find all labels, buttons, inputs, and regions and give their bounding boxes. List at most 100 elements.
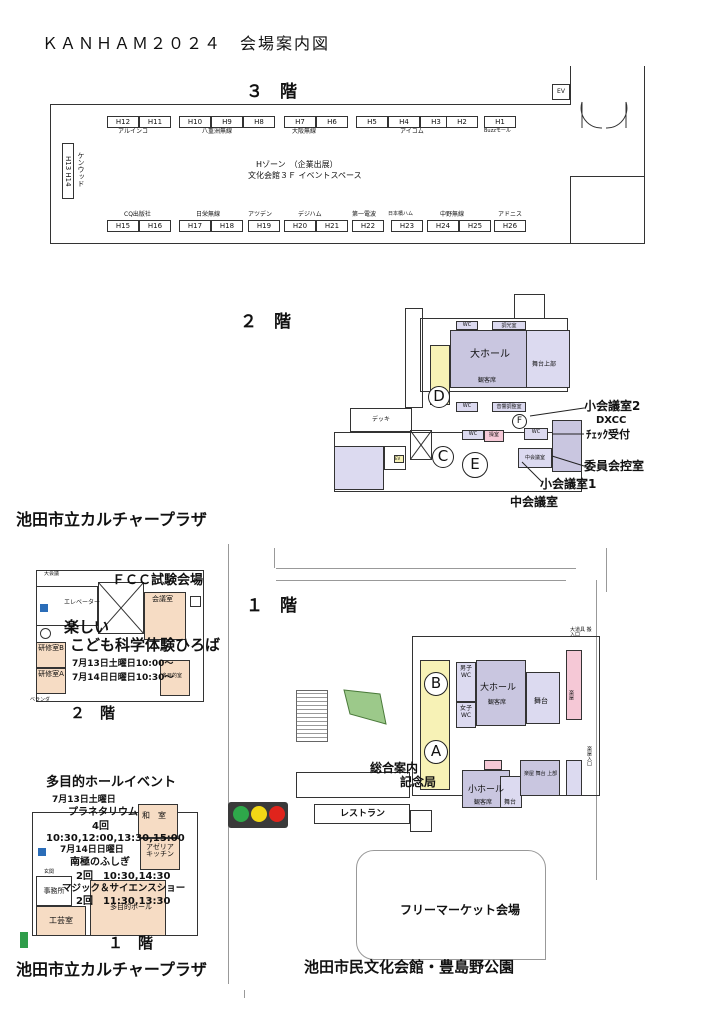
small-seats-label: 観客席 (474, 799, 493, 806)
office-room: 事務所 (36, 876, 72, 906)
culture-plaza-2f-map: 会議室 研修室B 研修室A 多目的室 大会議 エレベーター ベランダ ＦＣＣ試験… (0, 0, 230, 730)
company-label: アイコム (400, 128, 424, 135)
dressing-label: 楽屋 (568, 690, 574, 700)
wc-lower-2: WC (462, 430, 484, 440)
booth-h19: H19 (248, 220, 280, 232)
planetarium-count: 4回 (92, 821, 109, 832)
magic-show-label: マジック＆サイエンスショー (62, 883, 186, 894)
ev-2f: EV (394, 455, 404, 463)
fcc-exam-label: ＦＣＣ試験会場 (112, 573, 204, 588)
planetarium-label: プラネタリウム (68, 807, 138, 818)
stage-upper-1f (520, 760, 560, 796)
committee-room-label: 委員会控室 (584, 459, 645, 473)
company-label: CQ出版社 (124, 211, 151, 218)
company-label: 大阪無線 (292, 128, 317, 135)
meeting-room-label: 会議室 (152, 595, 173, 603)
restroom-men: 男子WC (456, 662, 476, 702)
booth-h21: H21 (316, 220, 348, 232)
company-label: アドニス (498, 211, 523, 218)
seats-label: 観客席 (478, 377, 497, 384)
floor2-label: ２ 階 (240, 312, 291, 332)
washitsu-room (138, 804, 178, 838)
seats-1f-label: 観客席 (488, 699, 507, 706)
traffic-light-icon (228, 802, 288, 828)
plaza-2f-label: ２ 階 (70, 704, 116, 722)
company-label: ケンウッド (77, 152, 85, 187)
location-c-marker: C (432, 446, 454, 468)
location-b-marker: B (424, 672, 448, 696)
door-icon (580, 101, 628, 129)
antarctic-times: 2回 10:30,14:30 (76, 871, 171, 882)
booth-h20: H20 (284, 220, 316, 232)
stairs (296, 690, 328, 742)
multi-hall-label: 多目的ホール (110, 903, 152, 911)
stair-zone (334, 446, 384, 490)
deck-label: デッキ (372, 416, 391, 423)
zone-subtitle: 文化会館３Ｆ イベントスペース (248, 171, 362, 180)
booth-h4: H4 (388, 116, 420, 128)
booth-h2: H2 (446, 116, 478, 128)
dressing-entrance-label: 楽屋入口 (586, 746, 592, 766)
kids-date-1: 7月13日土曜日10:00〜 (72, 659, 174, 669)
entrance-label: 玄関 (44, 869, 55, 875)
large-hall-1f (476, 660, 526, 726)
event-day1: 7月13日土曜日 (52, 795, 116, 805)
small-meeting-2-label: 小会議室2 (584, 399, 641, 413)
company-label: アルインコ (118, 128, 148, 135)
dressing-column (566, 650, 582, 720)
small-meeting-1-label: 小会議室1 (540, 477, 597, 491)
training-room-b: 研修室B (36, 642, 66, 668)
booth-h16: H16 (139, 220, 171, 232)
medium-meeting-label: 中会議室 (510, 495, 559, 509)
culture-plaza-title-upper: 池田市立カルチャープラザ (16, 510, 207, 529)
props-entrance-label: 大道具 搬入口 (570, 627, 592, 638)
floor3-elevator: EV (552, 84, 570, 100)
hall-label: 大ホール (470, 349, 510, 360)
company-label: 第一電波 (352, 211, 377, 218)
zone-title: Hゾーン （企業出展） (256, 160, 338, 169)
kids-science-label: こども科学体験ひろば (70, 636, 221, 654)
multi-hall-event-title: 多目的ホールイベント (46, 775, 177, 790)
flea-market-area (356, 850, 546, 960)
flea-market-label: フリーマーケット会場 (400, 903, 521, 917)
fun-label: 楽しい (64, 618, 110, 636)
location-f-marker: F (512, 414, 527, 429)
company-label: Buzzモール (484, 128, 511, 134)
azalea-kitchen (140, 838, 180, 870)
stage-side-label: 楽屋 舞台 上部 (524, 771, 558, 777)
meeting-room-2f (144, 592, 186, 640)
stage-label: 舞台上部 (532, 361, 557, 368)
wc-lower-3: WC (524, 428, 548, 440)
booth-h7: H7 (284, 116, 316, 128)
restaurant-label: レストラン (340, 809, 386, 819)
company-label: 日本橋ハム (388, 211, 414, 217)
small-stage-label: 舞台 (504, 799, 517, 806)
booth-h10: H10 (179, 116, 211, 128)
hall-1f-label: 大ホール (480, 683, 517, 693)
multi-purpose-hall (90, 880, 166, 936)
dxcc-label: DXCC (596, 415, 627, 426)
mid-meeting-room: 中会議室 (518, 448, 552, 468)
booth-h25: H25 (459, 220, 491, 232)
booth-h9: H9 (211, 116, 243, 128)
location-e-marker: E (462, 452, 488, 478)
accessibility-icon (40, 604, 48, 612)
restaurant (314, 804, 410, 824)
small-hall-label: 小ホール (468, 785, 505, 795)
culture-plaza-1f-map: 多目的ホールイベント 和 室 アゼリア キッチン 事務所 工芸室 多目的ホール … (0, 0, 230, 990)
booth-h18: H18 (211, 220, 243, 232)
audio-room: 音響調整室 (492, 402, 526, 412)
floor2-hall-map: ２ 階 大ホール 観客席 舞台上部 WC 調光室 WC 音響調整室 デッキ EV… (240, 294, 645, 509)
craft-room: 工芸室 (36, 906, 86, 936)
control-room: 調光室 (492, 321, 526, 330)
booth-h24: H24 (427, 220, 459, 232)
booth-h5: H5 (356, 116, 388, 128)
washitsu-label: 和 室 (142, 811, 166, 820)
operation-room: 操室 (484, 430, 504, 442)
location-a-marker: A (424, 740, 448, 764)
training-room-a: 研修室A (36, 668, 66, 694)
info-desk-label: 総合案内 (370, 761, 419, 775)
booth-h12: H12 (107, 116, 139, 128)
